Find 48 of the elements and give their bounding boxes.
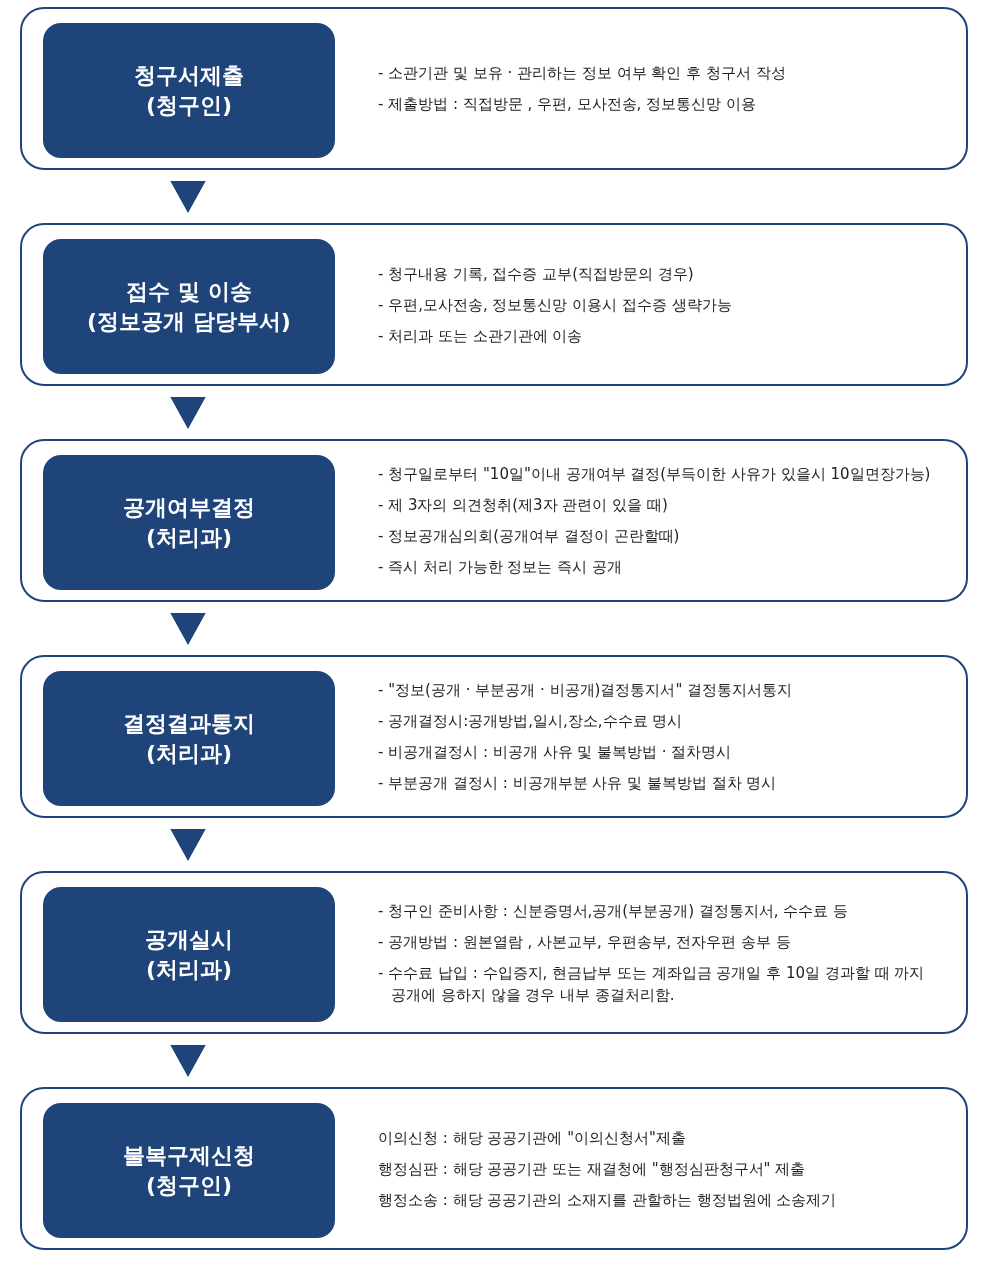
step-role: (처리과) xyxy=(145,523,233,552)
step-card xyxy=(20,655,968,818)
step-role: (처리과) xyxy=(145,739,233,768)
step-detail-text: - 수수료 납입 : 수입증지, 현금납부 또는 계좌입금 공개일 후 10일 경과할 때 까지 공개에 응하지 않을 경우 내부 종결처리함. xyxy=(378,962,926,1006)
down-arrow xyxy=(170,1045,206,1078)
step-card xyxy=(20,439,968,602)
step-card xyxy=(20,223,968,386)
step-box xyxy=(43,671,335,806)
down-arrow xyxy=(170,181,206,214)
step-role: (정보공개 담당부서) xyxy=(87,307,291,336)
step-title: 청구서제출 xyxy=(134,61,244,90)
step-detail-text: - 우편,모사전송, 정보통신망 이용시 접수증 생략가능 xyxy=(378,294,733,316)
step-detail-text: 행정소송 : 해당 공공기관의 소재지를 관할하는 행정법원에 소송제기 xyxy=(378,1189,838,1211)
down-arrow xyxy=(170,829,206,862)
step-detail-text: - 제 3자의 의견청취(제3자 관련이 있을 때) xyxy=(378,495,669,516)
step-box xyxy=(43,455,335,590)
step-detail-text: - 청구인 준비사항 : 신분증명서,공개(부분공개) 결정통지서, 수수료 등 xyxy=(378,900,850,922)
step-detail-text: - 비공개결정시 : 비공개 사유 및 불복방법 · 절차명시 xyxy=(378,742,733,763)
step-box xyxy=(43,239,335,374)
step-detail-text: 이의신청 : 해당 공공기관에 "이의신청서"제출 xyxy=(378,1127,687,1149)
step-title: 접수 및 이송 xyxy=(126,277,252,306)
step-title: 공개여부결정 xyxy=(123,493,255,522)
down-arrow xyxy=(170,397,206,430)
step-detail-text: - 공개결정시:공개방법,일시,장소,수수료 명시 xyxy=(378,711,684,732)
step-detail-text: - 제출방법 : 직접방문 , 우편, 모사전송, 정보통신망 이용 xyxy=(378,94,757,115)
step-detail-text: - "정보(공개 · 부분공개 · 비공개)결정통지서" 결정통지서통지 xyxy=(378,680,794,701)
step-title: 공개실시 xyxy=(145,925,233,954)
step-box xyxy=(43,23,335,158)
step-title: 결정결과통지 xyxy=(123,709,255,738)
step-box xyxy=(43,887,335,1022)
step-detail-text: - 공개방법 : 원본열람 , 사본교부, 우편송부, 전자우편 송부 등 xyxy=(378,931,792,953)
step-card xyxy=(20,871,968,1034)
down-arrow xyxy=(170,613,206,646)
step-card xyxy=(20,1087,968,1250)
step-detail-text: - 부분공개 결정시 : 비공개부분 사유 및 불복방법 절차 명시 xyxy=(378,773,778,794)
step-detail-text: - 청구내용 기록, 접수증 교부(직접방문의 경우) xyxy=(378,263,695,285)
step-detail-text: - 처리과 또는 소관기관에 이송 xyxy=(378,325,584,347)
step-role: (청구인) xyxy=(145,91,233,120)
step-card xyxy=(20,7,968,170)
step-box xyxy=(43,1103,335,1238)
step-title: 불복구제신청 xyxy=(123,1141,255,1170)
step-detail-text: 행정심판 : 해당 공공기관 또는 재결청에 "행정심판청구서" 제출 xyxy=(378,1158,807,1180)
step-role: (청구인) xyxy=(145,1171,233,1200)
step-role: (처리과) xyxy=(145,955,233,984)
step-detail-text: - 정보공개심의회(공개여부 결정이 곤란할때) xyxy=(378,526,681,547)
step-detail-text: - 청구일로부터 "10일"이내 공개여부 결정(부득이한 사유가 있을시 10일면장가능) xyxy=(378,464,932,485)
step-detail-text: - 즉시 처리 가능한 정보는 즉시 공개 xyxy=(378,557,624,578)
step-detail-text: - 소관기관 및 보유 · 관리하는 정보 여부 확인 후 청구서 작성 xyxy=(378,63,787,84)
